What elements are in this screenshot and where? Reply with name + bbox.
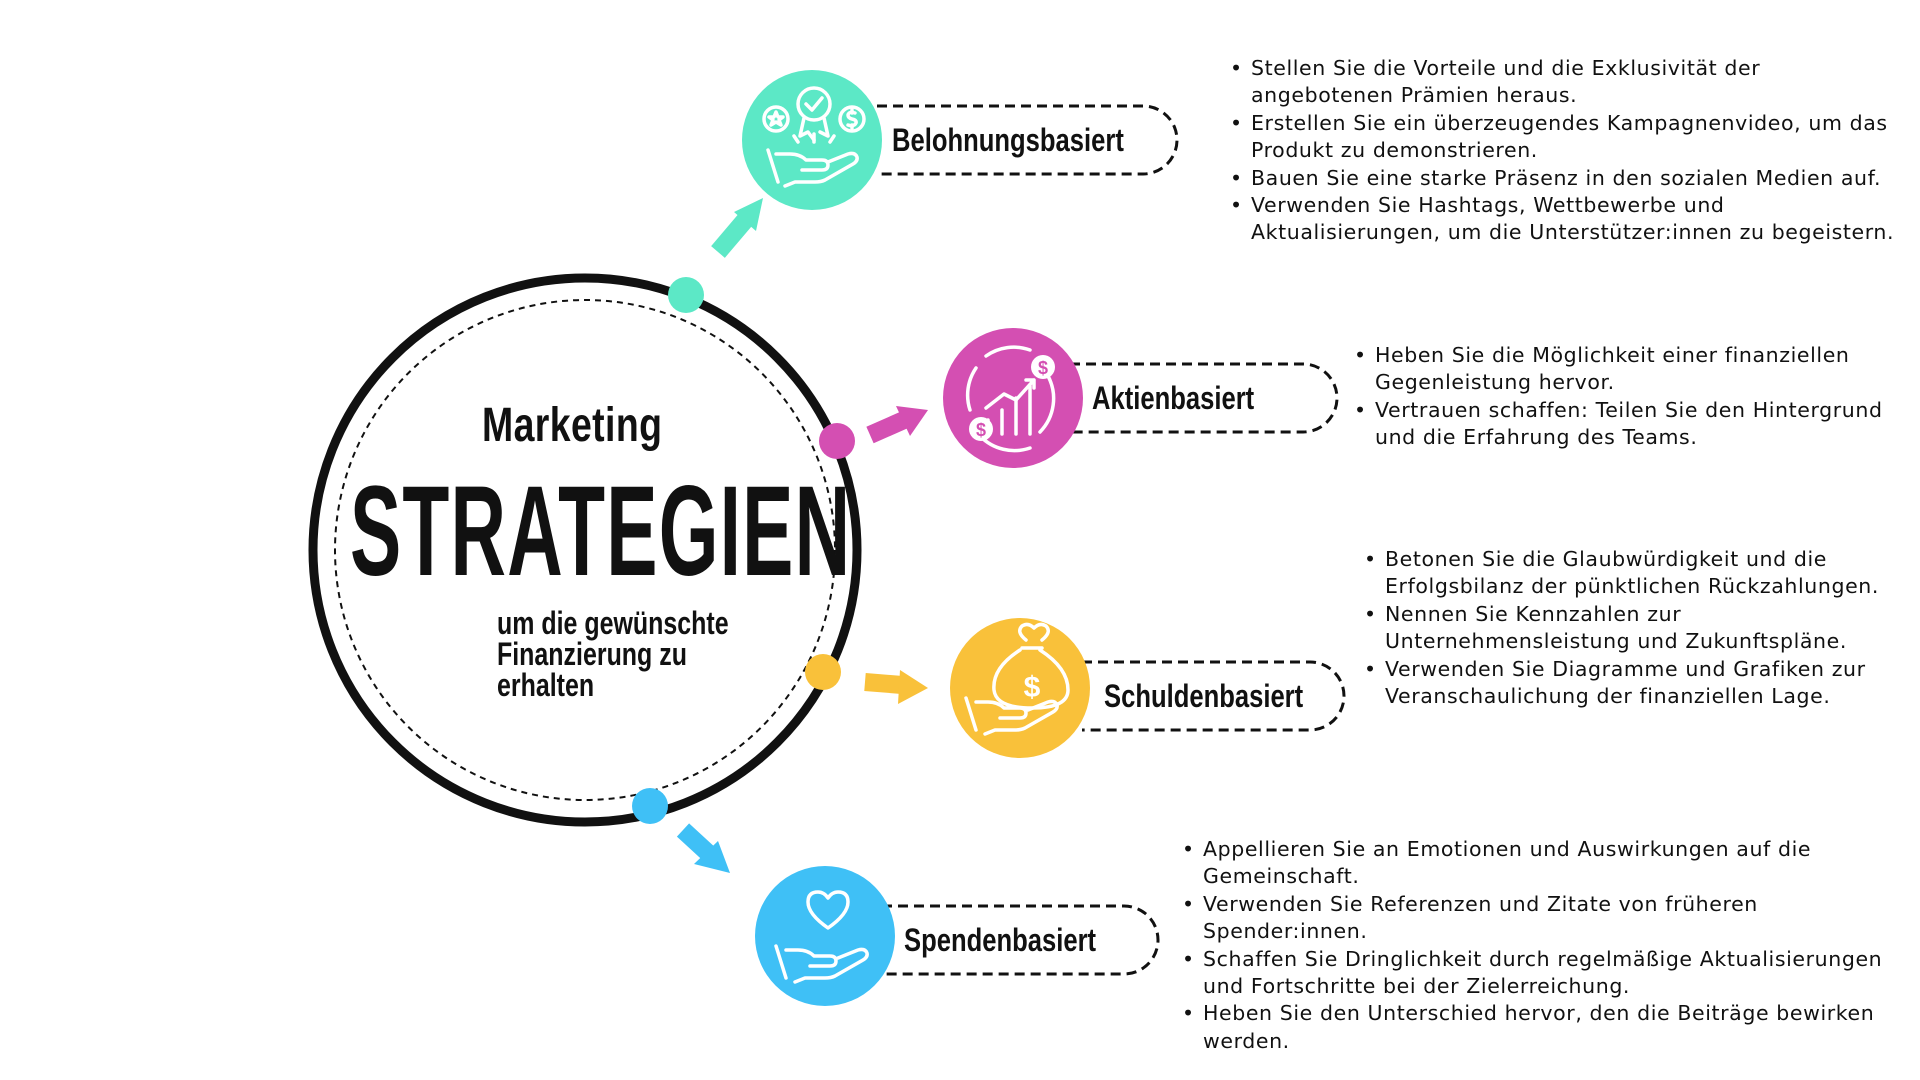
list-item: Schaffen Sie Dringlichkeit durch regelmä… xyxy=(1180,946,1910,1001)
list-item: Heben Sie die Möglichkeit einer finanzie… xyxy=(1352,342,1912,397)
bullets-aktien: Heben Sie die Möglichkeit einer finanzie… xyxy=(1352,342,1912,452)
arrow-belohnung xyxy=(711,198,763,258)
list-item: Nennen Sie Kennzahlen zur Unternehmensle… xyxy=(1362,601,1882,656)
inner-dashed-ring xyxy=(334,299,836,801)
arrow-schulden xyxy=(864,670,928,704)
circle-spenden xyxy=(755,866,895,1006)
money-bag-hand-icon: $ xyxy=(964,622,1070,736)
svg-text:$: $ xyxy=(1024,671,1041,704)
dot-schulden xyxy=(805,654,841,690)
dot-belohnung xyxy=(668,277,704,313)
label-spendenbasiert: Spendenbasiert xyxy=(904,922,1097,958)
bullets-schulden: Betonen Sie die Glaubwürdigkeit und die … xyxy=(1362,546,1882,710)
title-strategien: STRATEGIEN xyxy=(350,460,852,603)
bullets-belohnung: Stellen Sie die Vorteile und die Exklusi… xyxy=(1228,55,1908,247)
dot-aktien xyxy=(819,423,855,459)
list-item: Verwenden Sie Hashtags, Wettbewerbe und … xyxy=(1228,192,1908,247)
list-item: Bauen Sie eine starke Präsenz in den soz… xyxy=(1228,165,1908,193)
list-item: Verwenden Sie Diagramme und Grafiken zur… xyxy=(1362,656,1882,711)
pill-schulden xyxy=(1082,660,1346,732)
pill-belohnung xyxy=(877,104,1179,176)
list-item: Vertrauen schaffen: Teilen Sie den Hinte… xyxy=(1352,397,1912,452)
circle-schulden xyxy=(950,618,1090,758)
svg-text:$: $ xyxy=(976,420,986,440)
arrow-aktien xyxy=(866,406,928,444)
list-item: Betonen Sie die Glaubwürdigkeit und die … xyxy=(1362,546,1882,601)
growth-chart-dollar-icon: $ $ xyxy=(965,345,1056,453)
heart-hand-icon xyxy=(774,890,869,984)
bullets-spenden: Appellieren Sie an Emotionen und Auswirk… xyxy=(1180,836,1910,1055)
reward-hand-icon xyxy=(762,86,866,188)
title-marketing: Marketing xyxy=(482,399,663,452)
arrow-spenden xyxy=(676,823,730,873)
dot-spenden xyxy=(632,788,668,824)
list-item: Stellen Sie die Vorteile und die Exklusi… xyxy=(1228,55,1908,110)
list-item: Verwenden Sie Referenzen und Zitate von … xyxy=(1180,891,1910,946)
pill-spenden xyxy=(882,904,1160,976)
list-item: Heben Sie den Unterschied hervor, den di… xyxy=(1180,1000,1910,1055)
list-item: Erstellen Sie ein überzeugendes Kampagne… xyxy=(1228,110,1908,165)
label-schuldenbasiert: Schuldenbasiert xyxy=(1104,678,1304,714)
outer-ring xyxy=(308,273,862,827)
label-belohnungsbasiert: Belohnungsbasiert xyxy=(892,122,1124,158)
label-aktienbasiert: Aktienbasiert xyxy=(1092,380,1255,416)
subtitle: um die gewünschte Finanzierung zu erhalt… xyxy=(497,605,729,703)
pill-aktien xyxy=(1070,362,1339,434)
list-item: Appellieren Sie an Emotionen und Auswirk… xyxy=(1180,836,1910,891)
svg-text:$: $ xyxy=(1038,358,1048,378)
